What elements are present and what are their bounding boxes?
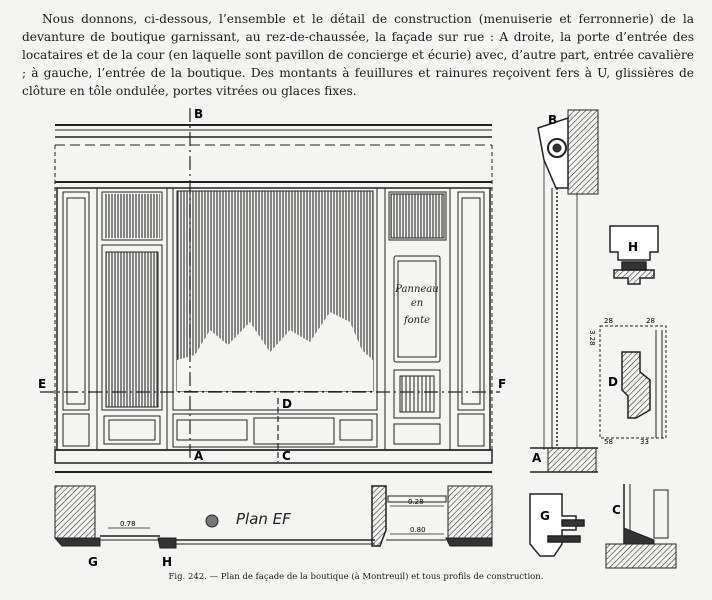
c-profile: [605, 484, 677, 569]
label-a-profile: A: [532, 451, 542, 465]
label-e: E: [38, 377, 46, 391]
label-h-plan: H: [162, 555, 172, 569]
facade-elevation: [40, 108, 500, 473]
d-profile: [599, 325, 667, 439]
dim-b: 0.28: [408, 498, 424, 506]
h-profile: [609, 225, 659, 285]
label-h-profile: H: [628, 240, 638, 254]
dim-d2: 28: [646, 317, 655, 325]
g-profile: [529, 493, 585, 557]
label-c-profile: C: [612, 503, 621, 517]
description-paragraph: Nous donnons, ci-dessous, l’ensemble et …: [22, 12, 694, 98]
plan-title: Plan EF: [236, 510, 291, 528]
plan-ef: [53, 485, 493, 549]
dim-height: 3.28: [588, 330, 596, 346]
label-b-top: B: [194, 107, 203, 121]
dim-a: 0.78: [120, 520, 136, 528]
dim-d1: 28: [604, 317, 613, 325]
vertical-section: [530, 109, 599, 473]
label-b-profile: B: [548, 113, 557, 127]
figure-caption: Fig. 242. — Plan de façade de la boutiqu…: [168, 572, 544, 582]
label-d-profile: D: [608, 375, 618, 389]
dim-d3: 58: [604, 438, 613, 446]
label-c-bottom: C: [282, 449, 291, 463]
label-f: F: [498, 377, 506, 391]
label-d-mid: D: [282, 397, 292, 411]
label-g-profile: G: [540, 509, 550, 523]
dim-c: 0.80: [410, 526, 426, 534]
panneau-label-2: en: [411, 298, 423, 309]
dim-d4: 33: [640, 438, 649, 446]
label-g-plan: G: [88, 555, 98, 569]
panneau-label-3: fonte: [403, 315, 430, 326]
label-a-bottom: A: [194, 449, 204, 463]
panneau-label-1: Panneau: [394, 284, 438, 295]
